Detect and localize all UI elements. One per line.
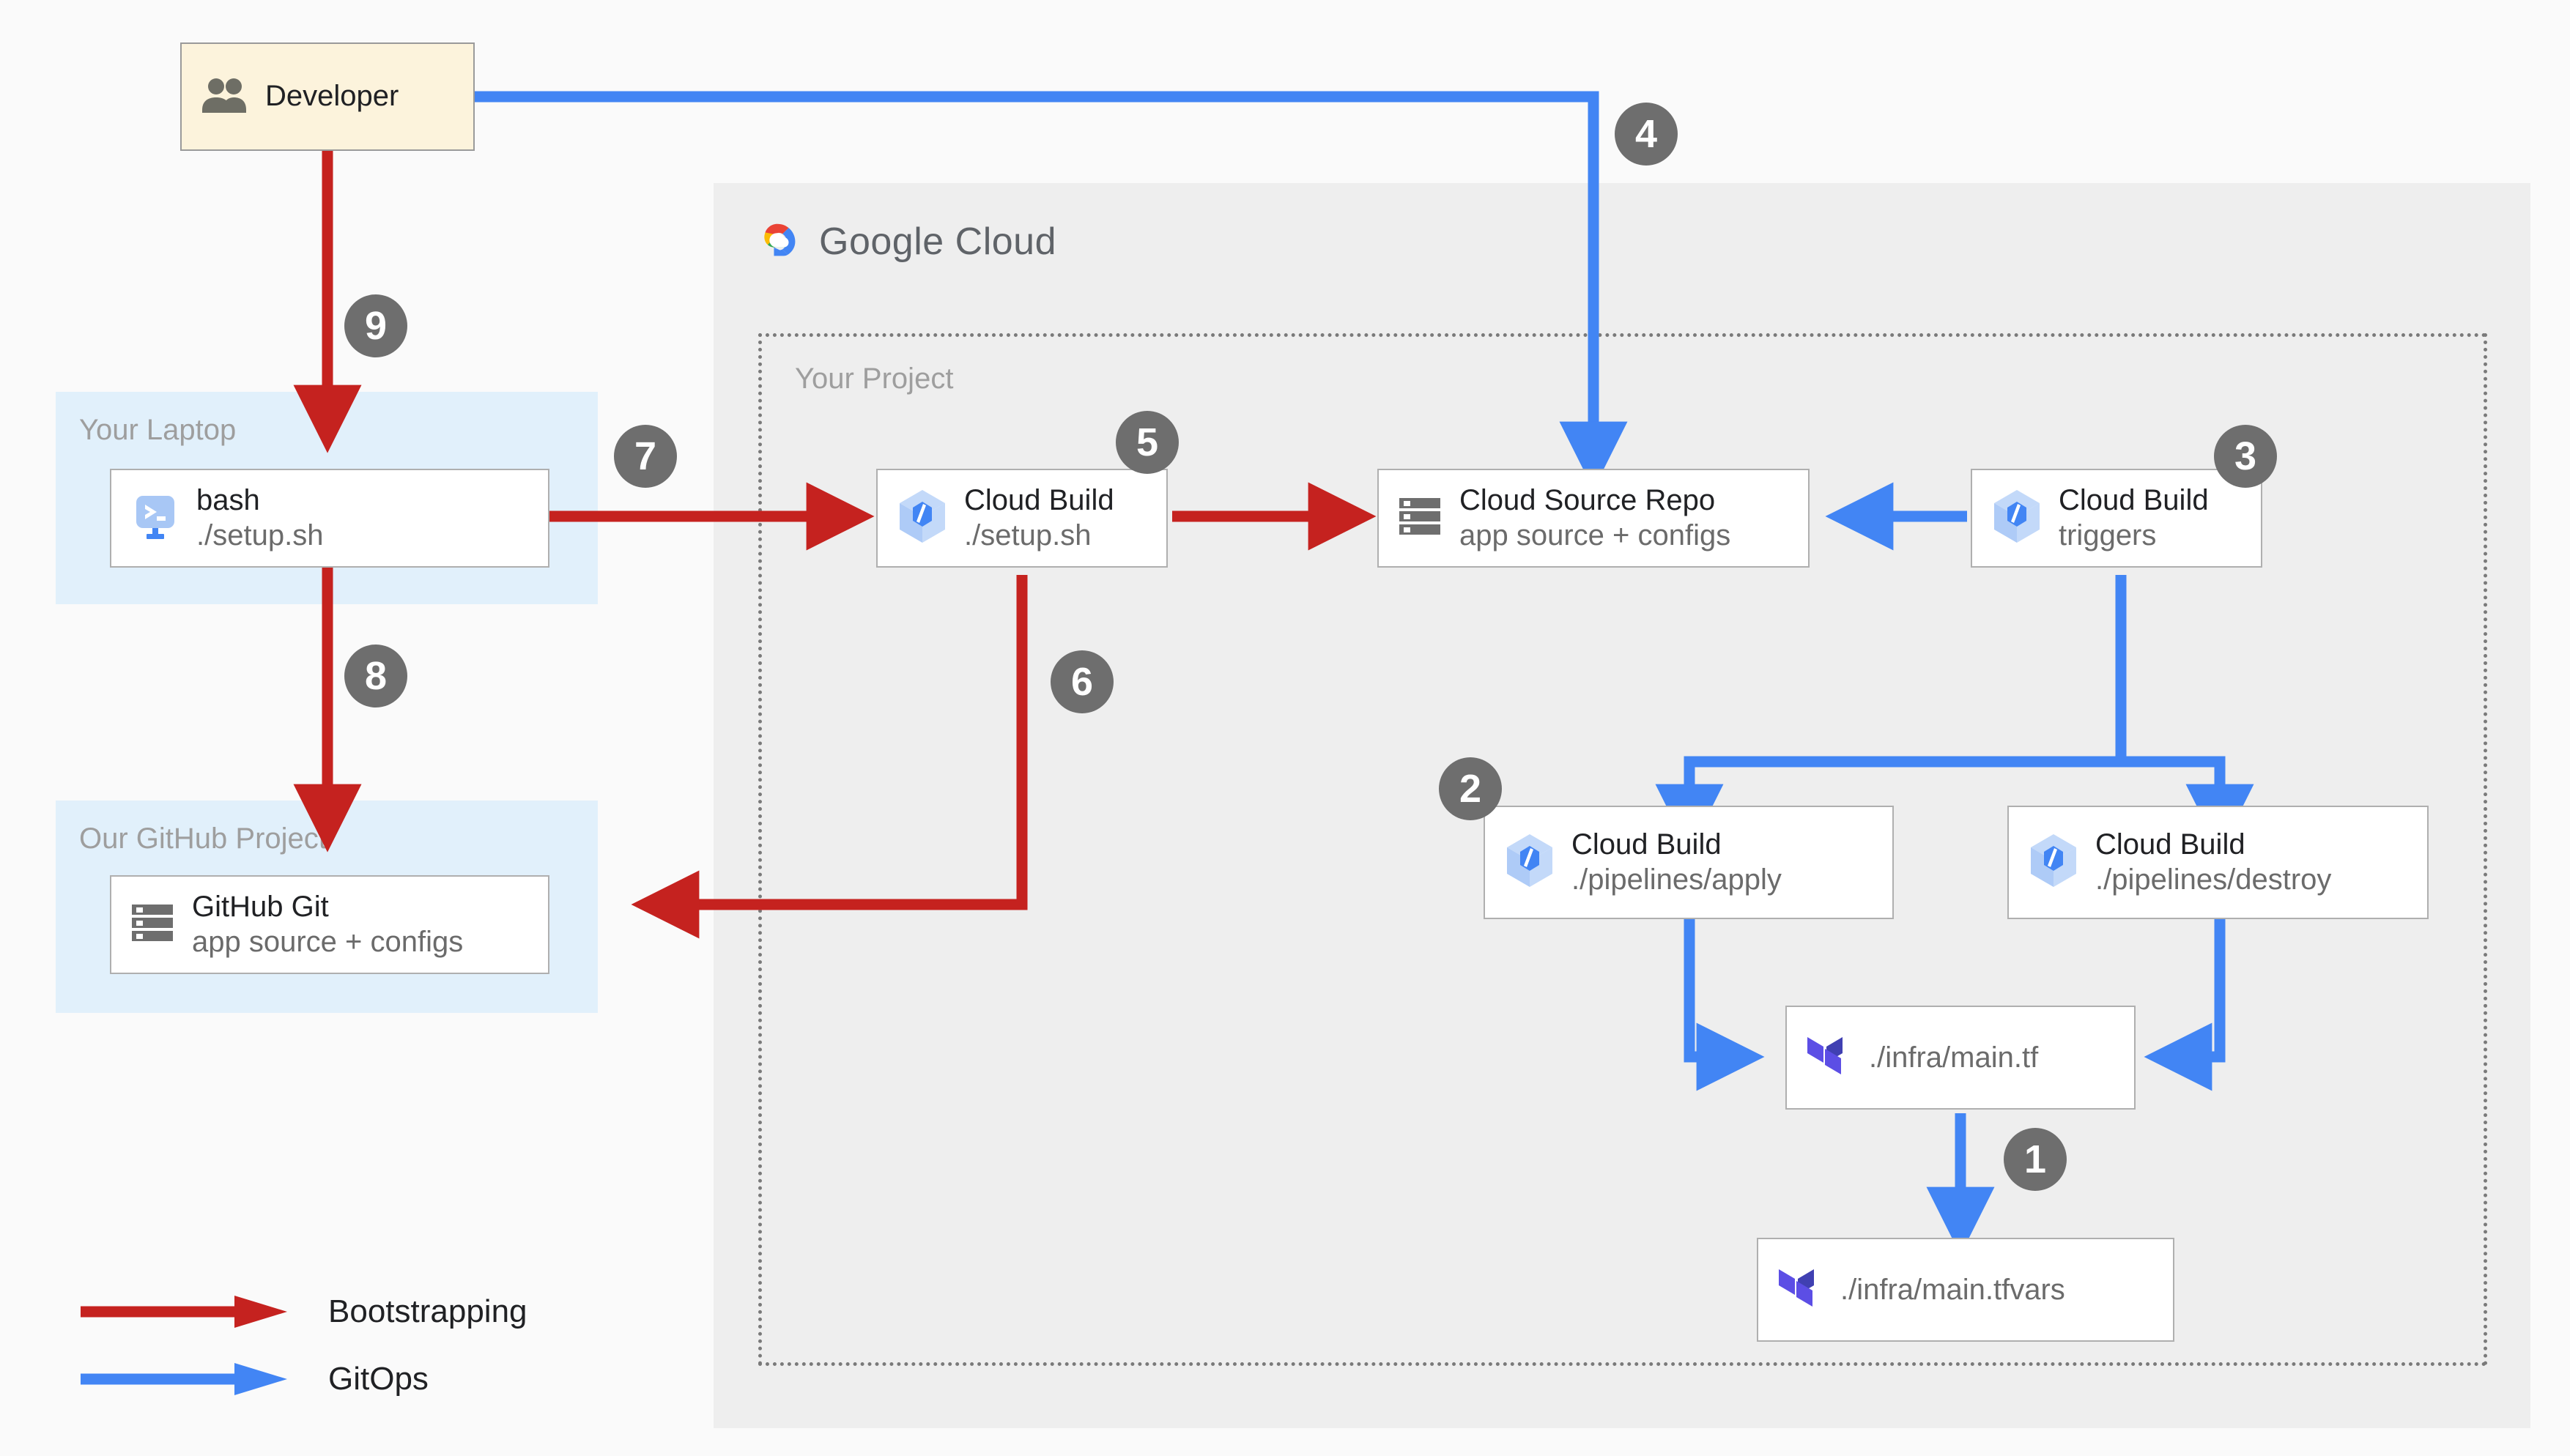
node-github-git[interactable]: GitHub Git app source + configs: [110, 875, 549, 974]
node-cloud-build-destroy-title: Cloud Build: [2095, 828, 2245, 861]
step-badge-9: 9: [344, 294, 407, 357]
wordmark-cloud: Cloud: [955, 220, 1057, 263]
node-cloud-build-setup-title: Cloud Build: [964, 484, 1114, 517]
cloud-build-icon: [1504, 833, 1555, 892]
legend-arrow-gitops-icon: [81, 1363, 287, 1395]
node-cloud-build-triggers[interactable]: Cloud Build triggers: [1971, 469, 2262, 568]
cloud-build-icon: [2028, 833, 2079, 892]
node-cloud-source-repo[interactable]: Cloud Source Repo app source + configs: [1377, 469, 1810, 568]
google-cloud-header: Google Cloud: [755, 220, 1056, 264]
google-cloud-wordmark: Google Cloud: [819, 220, 1056, 264]
node-cloud-build-apply-title: Cloud Build: [1571, 828, 1722, 861]
repo-icon: [1398, 496, 1443, 541]
node-developer-labels: Developer: [265, 79, 399, 114]
legend: Bootstrapping GitOps: [81, 1278, 527, 1413]
node-developer[interactable]: Developer: [180, 42, 475, 151]
node-cloud-build-setup-labels: Cloud Build ./setup.sh: [964, 483, 1114, 552]
node-cloud-build-triggers-sub: triggers: [2059, 519, 2157, 551]
node-bash-title: bash: [196, 484, 260, 517]
node-cloud-build-triggers-labels: Cloud Build triggers: [2059, 483, 2209, 552]
node-main-tfvars-title: ./infra/main.tfvars: [1840, 1273, 2065, 1306]
repo-icon: [130, 902, 176, 947]
node-cloud-source-repo-sub: app source + configs: [1459, 519, 1731, 551]
step-badge-1: 1: [2004, 1128, 2067, 1191]
step-badge-6: 6: [1051, 650, 1114, 713]
group-label-github: Our GitHub Project: [79, 822, 327, 855]
step-badge-7: 7: [614, 425, 677, 488]
node-cloud-build-apply-sub: ./pipelines/apply: [1571, 863, 1782, 896]
node-github-git-sub: app source + configs: [192, 925, 464, 958]
google-cloud-logo-icon: [755, 221, 800, 263]
node-cloud-source-repo-title: Cloud Source Repo: [1459, 484, 1716, 517]
step-badge-8: 8: [344, 645, 407, 707]
node-cloud-build-apply[interactable]: Cloud Build ./pipelines/apply: [1484, 806, 1894, 919]
legend-item-gitops: GitOps: [81, 1345, 527, 1413]
node-main-tf-labels: ./infra/main.tf: [1869, 1041, 2038, 1074]
legend-item-bootstrapping: Bootstrapping: [81, 1278, 527, 1345]
your-project-label: Your Project: [795, 363, 954, 395]
node-main-tfvars-labels: ./infra/main.tfvars: [1840, 1274, 2065, 1307]
terraform-icon: [1806, 1030, 1853, 1086]
node-main-tf[interactable]: ./infra/main.tf: [1785, 1006, 2136, 1110]
step-badge-5: 5: [1116, 411, 1179, 474]
node-cloud-build-triggers-title: Cloud Build: [2059, 484, 2209, 517]
people-icon: [201, 76, 249, 118]
node-cloud-build-destroy[interactable]: Cloud Build ./pipelines/destroy: [2007, 806, 2429, 919]
node-github-git-title: GitHub Git: [192, 891, 329, 924]
node-bash-labels: bash ./setup.sh: [196, 483, 323, 552]
node-cloud-source-repo-labels: Cloud Source Repo app source + configs: [1459, 483, 1730, 552]
node-cloud-build-setup-sub: ./setup.sh: [964, 519, 1092, 551]
node-cloud-build-destroy-labels: Cloud Build ./pipelines/destroy: [2095, 828, 2331, 896]
legend-label-bootstrapping: Bootstrapping: [328, 1293, 527, 1329]
step-badge-3: 3: [2214, 425, 2277, 488]
terraform-icon: [1777, 1262, 1824, 1318]
legend-arrow-bootstrapping-icon: [81, 1296, 287, 1328]
step-badge-2: 2: [1439, 757, 1502, 820]
node-bash[interactable]: bash ./setup.sh: [110, 469, 549, 568]
group-label-laptop: Your Laptop: [79, 414, 237, 446]
node-main-tf-title: ./infra/main.tf: [1869, 1041, 2039, 1074]
node-developer-title: Developer: [265, 80, 399, 113]
cloud-build-icon: [1991, 489, 2043, 548]
node-main-tfvars[interactable]: ./infra/main.tfvars: [1757, 1238, 2174, 1342]
node-bash-sub: ./setup.sh: [196, 519, 324, 551]
terminal-icon: [130, 491, 180, 545]
wordmark-google: Google: [819, 220, 944, 263]
node-cloud-build-destroy-sub: ./pipelines/destroy: [2095, 863, 2332, 896]
step-badge-4: 4: [1615, 103, 1678, 166]
cloud-build-icon: [897, 489, 948, 548]
legend-label-gitops: GitOps: [328, 1361, 429, 1397]
node-github-git-labels: GitHub Git app source + configs: [192, 890, 463, 959]
node-cloud-build-apply-labels: Cloud Build ./pipelines/apply: [1571, 828, 1782, 896]
node-cloud-build-setup[interactable]: Cloud Build ./setup.sh: [876, 469, 1168, 568]
